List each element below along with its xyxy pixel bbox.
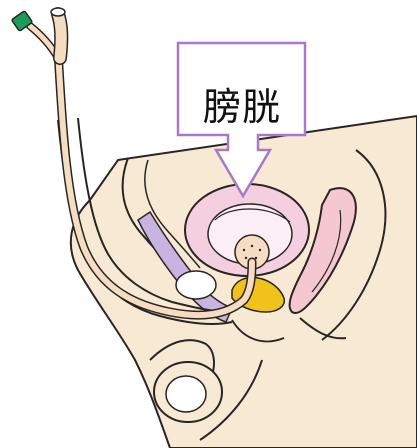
bladder-label: 膀胱 <box>182 70 302 136</box>
drainage-port-opening <box>51 8 65 16</box>
pubic-bone <box>176 271 216 299</box>
catheter-branch-right-fill <box>58 14 61 58</box>
testis <box>166 376 206 412</box>
